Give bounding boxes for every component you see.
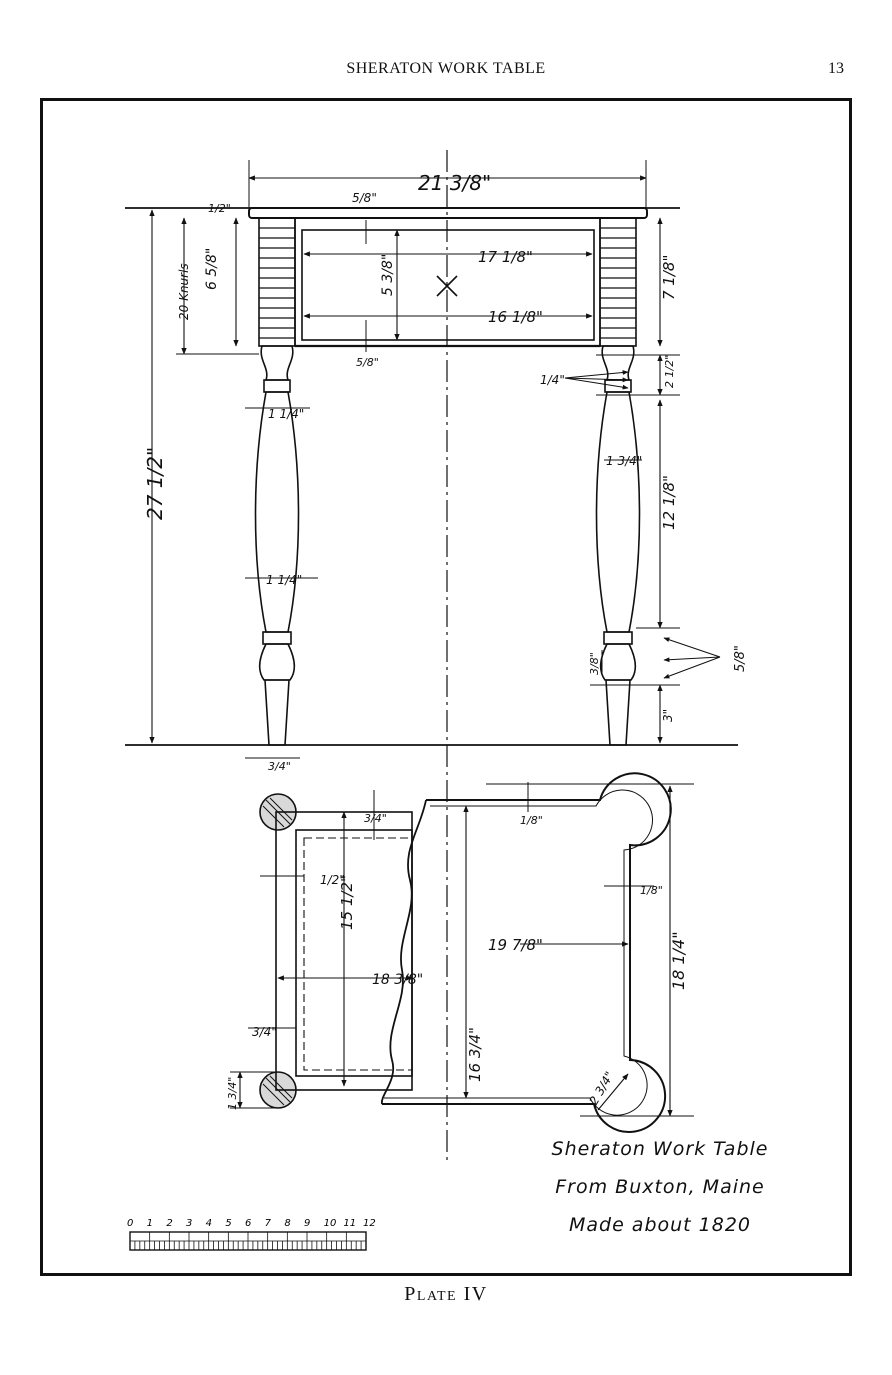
dim-lower-collar: 5/8"	[733, 645, 748, 672]
dim-ring-dims: 1/4"	[540, 373, 565, 387]
dim-shaft-length: 12 1/8"	[660, 475, 678, 530]
dim-overall-height: 27 1/2"	[143, 447, 167, 520]
scale-label: 11	[343, 1218, 356, 1229]
plate-frame	[40, 98, 852, 1276]
right-leg	[595, 217, 641, 746]
running-title: SHERATON WORK TABLE	[346, 60, 546, 77]
scale-label: 12	[363, 1218, 376, 1229]
dim-apron-rail-top: 5/8"	[352, 191, 377, 205]
dim-leg-mid-diameter: 1 1/4"	[266, 573, 302, 587]
dim-drawer-width: 17 1/8"	[478, 248, 533, 266]
page-number: 13	[828, 60, 844, 77]
scale-label: 1	[147, 1218, 153, 1229]
table-top	[248, 207, 648, 219]
scale-label: 2	[166, 1218, 172, 1229]
dim-overall-depth: 18 1/4"	[669, 931, 688, 990]
scale-label: 5	[225, 1218, 231, 1229]
scale-label: 10	[324, 1218, 337, 1229]
scale-label: 0	[127, 1218, 133, 1229]
dim-post-diameter: 1 3/4"	[226, 1077, 239, 1110]
dim-knurls: 20 Knurls	[177, 263, 191, 320]
dim-block-height: 7 1/8"	[660, 255, 678, 300]
dim-leg-right-diameter: 1 3/4"	[606, 454, 642, 468]
dim-collar-height: 2 1/2"	[663, 355, 676, 388]
dim-apron-height: 6 5/8"	[204, 248, 220, 290]
scale-label: 3	[186, 1218, 192, 1229]
plan-dimensions: 3/4" 1/2" 15 1/2" 18 3/8" 3/4" 1 3/4" 1/…	[226, 812, 688, 1110]
table-top-outline	[382, 772, 672, 1133]
dim-drawer-inner-width: 16 1/8"	[488, 308, 543, 326]
drawer-front	[301, 229, 595, 341]
caption-line-2: From Buxton, Maine	[555, 1176, 765, 1198]
scale-ticks	[129, 1232, 367, 1250]
dim-top-overhang: 1/8"	[520, 814, 543, 827]
scale-label: 9	[304, 1218, 310, 1229]
right-leg-reeding	[600, 227, 636, 339]
dim-foot-height: 3"	[661, 709, 675, 722]
dim-top-width: 19 7/8"	[488, 936, 543, 954]
left-leg	[254, 217, 300, 746]
dim-rail-width: 3/4"	[364, 812, 387, 825]
frame-inner	[295, 829, 413, 1077]
dim-edge-left: 3/4"	[252, 1025, 277, 1039]
dim-foot-diameter: 3/4"	[268, 760, 291, 773]
caption-line-3: Made about 1820	[568, 1214, 752, 1236]
running-head: SHERATON WORK TABLE 13	[0, 60, 892, 84]
elevation-dimensions: 21 3/8" 1/2" 5/8" 6 5/8" 20 Knurls 17 1/…	[143, 171, 748, 773]
dim-depth: 16 3/4"	[466, 1027, 484, 1082]
plan-view	[230, 772, 694, 1133]
dim-leg-top-diameter: 1 1/4"	[268, 407, 304, 421]
caption-line-1: Sheraton Work Table	[551, 1138, 769, 1160]
dim-apron-rail-bottom: 5/8"	[356, 356, 379, 369]
dim-drawer-height: 5 3/8"	[380, 254, 396, 296]
break-line	[381, 799, 427, 1105]
drawer-knob-cross-b	[436, 275, 458, 297]
dim-corner-radius: 2 3/4"	[586, 1069, 616, 1107]
plate-label: Plate IV	[404, 1283, 488, 1305]
scale-label: 7	[265, 1218, 272, 1229]
left-leg-reeding	[259, 227, 295, 339]
frame-inner-2	[303, 837, 413, 1071]
dim-top-thickness: 1/2"	[208, 202, 231, 215]
plate-caption: Sheraton Work Table From Buxton, Maine M…	[500, 1130, 820, 1244]
scale-label: 4	[206, 1218, 212, 1229]
scale-label: 6	[245, 1218, 251, 1229]
elevation-view	[125, 150, 738, 1160]
dim-rail-offset: 1/2"	[320, 873, 345, 887]
dim-side-overhang: 1/8"	[640, 884, 663, 897]
dim-overall-width: 21 3/8"	[418, 171, 491, 195]
scale-label: 8	[284, 1218, 290, 1229]
dim-inner-depth: 15 1/2"	[338, 875, 356, 930]
dim-half-width: 18 3/8"	[372, 972, 423, 988]
dim-lower-ring: 3/8"	[588, 652, 601, 675]
table-top-inner-outline	[384, 789, 653, 1116]
